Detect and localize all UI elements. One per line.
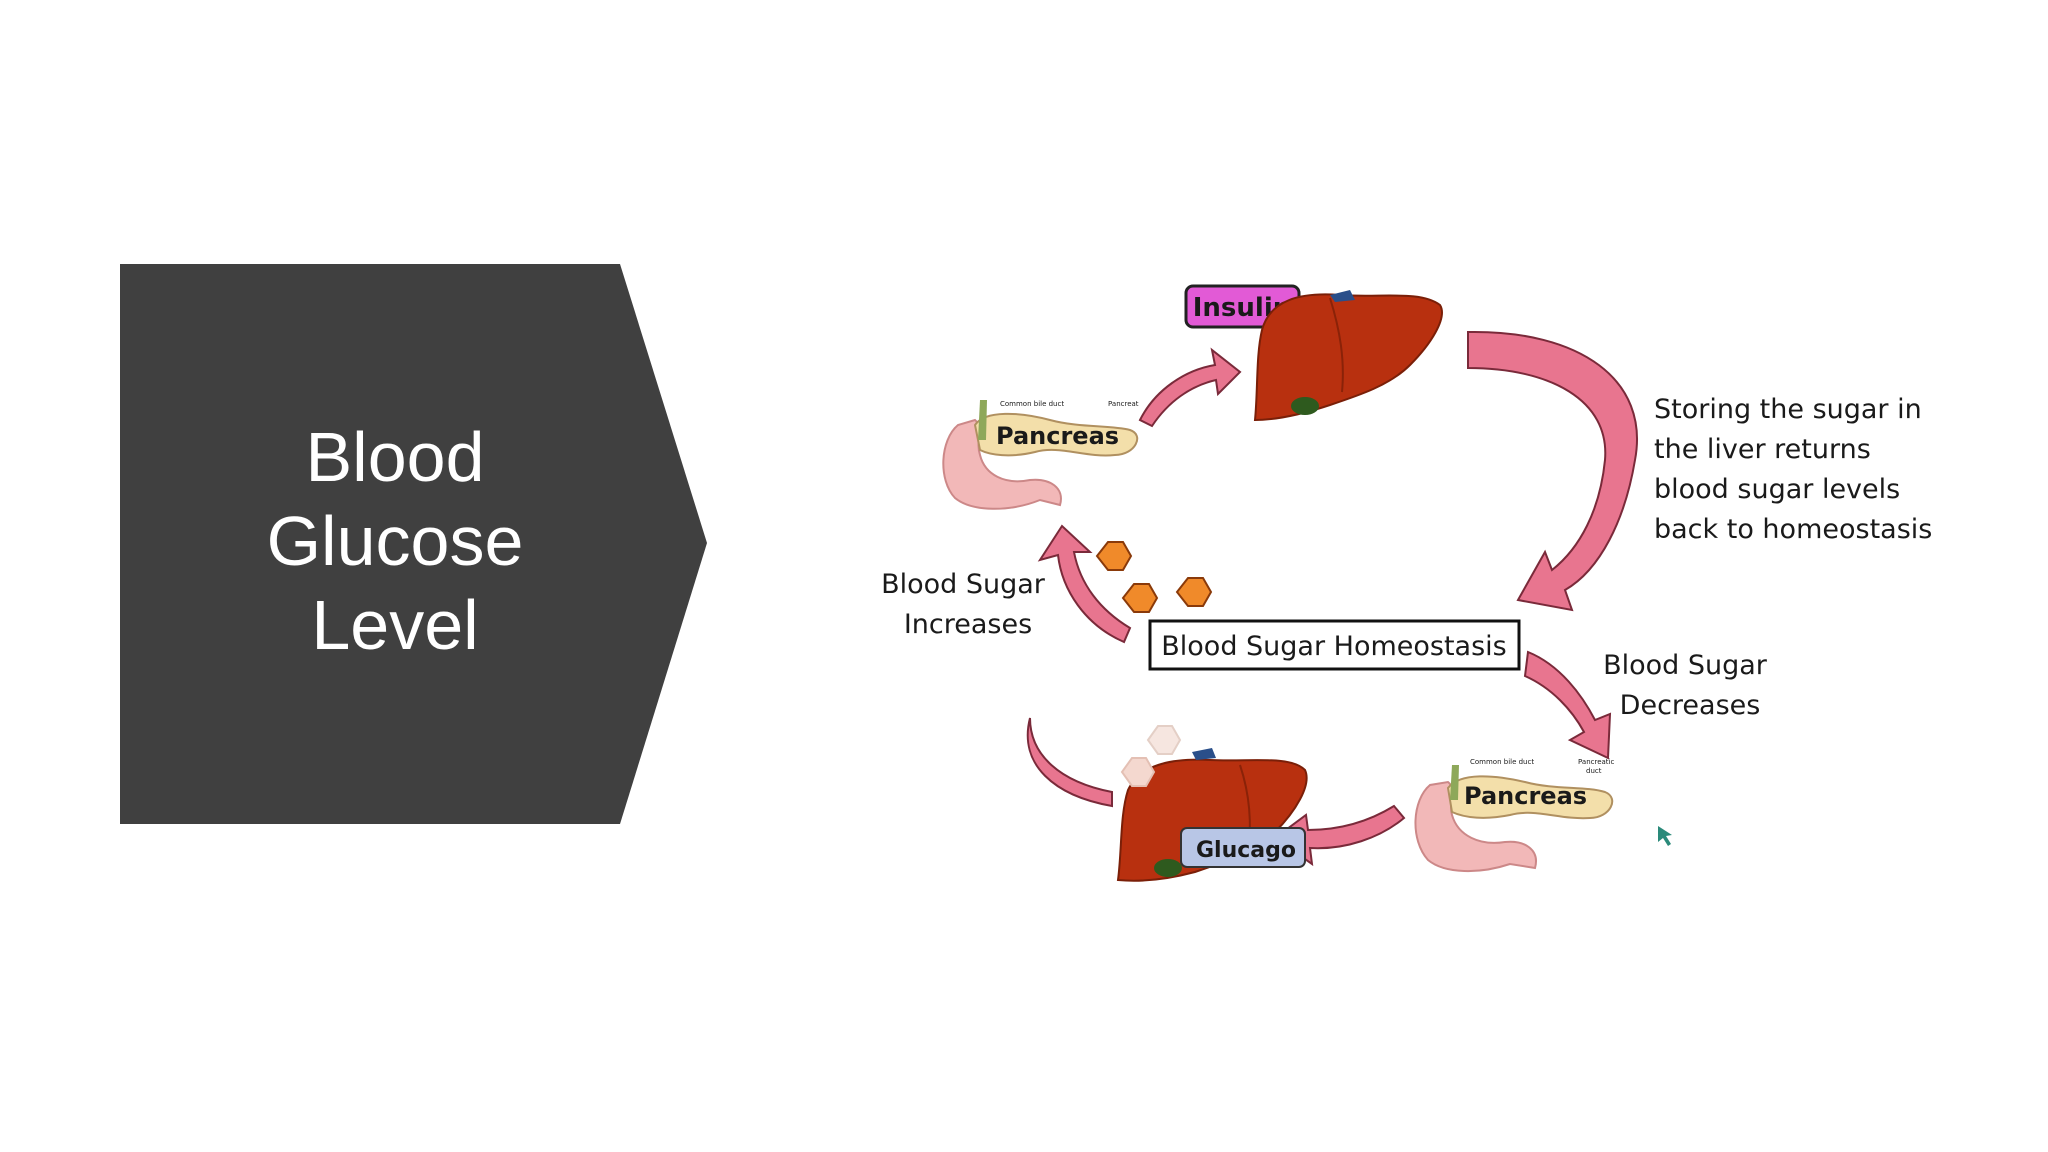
slide-title: Blood Glucose Level: [150, 415, 640, 667]
decreases-line-1: Blood Sugar: [1603, 650, 1768, 681]
pancreas-top-tiny-1: Common bile duct: [1000, 400, 1064, 408]
title-line-2: Glucose: [266, 502, 524, 580]
bile-duct-shape: [978, 400, 987, 440]
pancreas-bottom-tiny-2: Pancreatic: [1578, 758, 1614, 766]
storing-text-block: Storing the sugar in the liver returns b…: [1654, 394, 1932, 545]
storing-line-2: the liver returns: [1654, 434, 1871, 465]
glucose-hex-3: [1175, 577, 1213, 607]
faded-hex-2: [1120, 757, 1156, 787]
homeostasis-box: Blood Sugar Homeostasis: [1148, 619, 1521, 671]
arrow-decreases: [1523, 650, 1612, 760]
homeostasis-label: Blood Sugar Homeostasis: [1161, 631, 1507, 662]
glucagon-label: Glucago: [1196, 838, 1296, 863]
homeostasis-box-rect: [1148, 619, 1521, 671]
arrow-liver-to-homeostasis: [1467, 330, 1638, 612]
glucose-hex-2: [1121, 583, 1159, 613]
gallbladder-bottom: [1154, 859, 1182, 877]
pancreas-bottom-body: [1446, 775, 1614, 820]
pancreas-top: Pancreas Common bile duct Pancreat: [942, 400, 1139, 510]
title-line-1: Blood: [305, 418, 485, 496]
pancreas-body-shape: [973, 412, 1139, 457]
faded-hex-1: [1146, 725, 1182, 755]
title-line-3: Level: [311, 586, 479, 664]
increases-line-2: Increases: [904, 609, 1032, 640]
pancreas-bottom-label: Pancreas: [1464, 782, 1587, 810]
pancreas-top-tiny-2: Pancreat: [1108, 400, 1139, 408]
arrow-liver-bottom-return: [1026, 717, 1113, 808]
liver-top: [1253, 290, 1443, 422]
glucose-molecules-orange: [1095, 541, 1213, 613]
glucagon-tag: Glucago: [1180, 827, 1306, 868]
decreases-text: Blood Sugar Decreases: [1603, 650, 1768, 721]
bile-duct-bottom: [1450, 765, 1459, 800]
storing-line-3: blood sugar levels: [1654, 474, 1900, 505]
pancreas-top-label: Pancreas: [996, 422, 1119, 450]
storing-line-4: back to homeostasis: [1654, 514, 1932, 545]
glucagon-tag-box: [1180, 827, 1306, 868]
arrow-increases: [1037, 524, 1132, 644]
decreases-line-2: Decreases: [1620, 690, 1761, 721]
glucose-molecules-faded: [1120, 725, 1182, 787]
increases-line-1: Blood Sugar: [881, 569, 1046, 600]
glucose-hex-1: [1095, 541, 1133, 571]
liver-top-shape: [1253, 293, 1443, 422]
pancreas-bottom: Pancreas Common bile duct Pancreatic duc…: [1414, 758, 1614, 872]
increases-text: Blood Sugar Increases: [881, 569, 1046, 640]
gallbladder-top: [1291, 397, 1319, 415]
pancreas-bottom-tiny-1: Common bile duct: [1470, 758, 1534, 766]
storing-line-1: Storing the sugar in: [1654, 394, 1922, 425]
liver-bottom: [1116, 748, 1308, 882]
cursor-icon: [1658, 826, 1672, 846]
arrow-pancreas-to-liver-top: [1138, 347, 1242, 428]
duodenum-shape: [942, 418, 1062, 510]
pancreas-bottom-tiny-3: duct: [1586, 767, 1602, 775]
